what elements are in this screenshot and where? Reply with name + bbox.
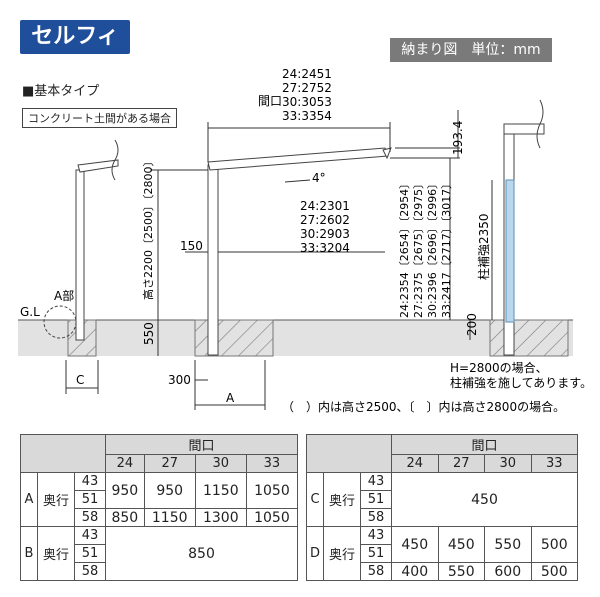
reinforce-label: 柱補強2350 — [476, 213, 491, 280]
note-reinforce: 柱補強を施してあります。 — [450, 375, 592, 390]
inner-33: 33:3204 — [300, 241, 350, 255]
depth-cell: 58 — [360, 508, 392, 527]
row-label-a: A — [20, 472, 38, 527]
table-cd-col: 33 — [530, 454, 578, 473]
condition-label: コンクリート土間がある場合 — [22, 108, 177, 128]
front-height-24: 24:2354〔2654〕〔2954〕 — [398, 178, 411, 318]
roof-left — [77, 159, 119, 173]
row-label-d: D — [306, 526, 324, 581]
table-cd-corner — [306, 434, 392, 473]
depth-cell: 58 — [360, 562, 392, 581]
roof-side — [503, 123, 545, 135]
height-label: 高さ2200〔2500〕〔2800〕 — [141, 156, 155, 300]
c-value: 450 — [391, 472, 578, 527]
depth-cell: 43 — [360, 472, 392, 491]
dim-a-label: A — [226, 391, 235, 405]
row-label-c: C — [306, 472, 324, 527]
depth-cell: 43 — [360, 526, 392, 545]
a-part-circle — [43, 305, 77, 339]
a-value: 1300 — [194, 508, 247, 527]
dim-300-label: 300 — [168, 373, 191, 387]
front-height-30: 30:2396〔2696〕〔2996〕 — [426, 178, 439, 318]
d-value: 600 — [484, 562, 532, 581]
depth-cell: 43 — [74, 526, 106, 545]
b-value: 850 — [105, 526, 298, 581]
table-cd-col: 24 — [391, 454, 439, 473]
dim-200-label: 200 — [465, 313, 479, 336]
front-height-27: 27:2375〔2675〕〔2975〕 — [412, 178, 425, 318]
gl-label: G.L — [20, 305, 40, 319]
a-value: 1050 — [245, 472, 299, 509]
inner-30: 30:2903 — [300, 227, 350, 241]
depth-cell: 51 — [360, 544, 392, 563]
table-cd-header: 間口 — [391, 434, 578, 455]
table-ab-col: 27 — [143, 454, 196, 473]
maguchi-27: 27:2752 — [282, 81, 332, 95]
a-value: 1150 — [194, 472, 247, 509]
type-title: ■基本タイプ — [22, 84, 100, 99]
front-height-33: 33:2417〔2717〕〔3017〕 — [440, 178, 453, 318]
dim-550-label: 550 — [142, 322, 156, 345]
legend-note: （ ）内は高さ2500、〔 〕内は高さ2800の場合。 — [282, 399, 565, 414]
d-value: 500 — [530, 562, 578, 581]
maguchi-30: 30:3053 — [282, 95, 332, 109]
table-ab-col: 24 — [105, 454, 145, 473]
table-cd-col: 27 — [437, 454, 485, 473]
inner-27: 27:2602 — [300, 213, 350, 227]
note-h2800: H=2800の場合、 — [450, 360, 548, 375]
roof-main — [207, 147, 389, 171]
row-label-b: B — [20, 526, 38, 581]
concrete-slab — [18, 320, 573, 356]
maguchi-33: 33:3354 — [282, 109, 332, 123]
table-cd-col: 30 — [484, 454, 532, 473]
inner-24: 24:2301 — [300, 199, 350, 213]
depth-cell: 58 — [74, 562, 106, 581]
d-value: 500 — [530, 526, 578, 563]
foundation-front — [194, 319, 274, 357]
table-cd: 間口 24 27 30 33 C 奥行 43 450 51 58 D 奥行 43… — [306, 434, 578, 581]
maguchi-label: 間口 — [258, 94, 282, 108]
depth-label: 奥行 — [37, 526, 75, 581]
table-ab-col: 30 — [194, 454, 247, 473]
dim-150-label: 150 — [180, 239, 203, 253]
product-title: セルフィ — [20, 20, 130, 54]
depth-label: 奥行 — [323, 472, 361, 527]
dim-193-label: 193.4 — [451, 121, 465, 155]
a-value: 850 — [105, 508, 145, 527]
depth-cell: 51 — [74, 490, 106, 509]
foundation-side — [489, 319, 569, 357]
depth-cell: 51 — [360, 490, 392, 509]
a-value: 950 — [105, 472, 145, 509]
table-ab-corner — [20, 434, 106, 473]
maguchi-24: 24:2451 — [282, 67, 332, 81]
d-value: 550 — [484, 526, 532, 563]
a-value: 1150 — [143, 508, 196, 527]
depth-label: 奥行 — [37, 472, 75, 527]
a-value: 1050 — [245, 508, 299, 527]
post-reinforcement — [505, 179, 515, 323]
depth-label: 奥行 — [323, 526, 361, 581]
table-ab: 間口 24 27 30 33 A 奥行 43 950 950 1150 1050… — [20, 434, 299, 581]
depth-cell: 58 — [74, 508, 106, 527]
post-main — [207, 164, 219, 356]
post-left — [75, 169, 85, 341]
unit-label: 納まり図 単位：mm — [390, 38, 552, 62]
depth-cell: 51 — [74, 544, 106, 563]
dim-c-label: C — [76, 373, 84, 387]
depth-cell: 43 — [74, 472, 106, 491]
d-value: 450 — [391, 526, 439, 563]
table-ab-header: 間口 — [105, 434, 298, 455]
a-part-label: A部 — [54, 288, 74, 303]
roof-angle: 4° — [312, 171, 326, 185]
d-value: 400 — [391, 562, 439, 581]
d-value: 550 — [437, 562, 485, 581]
d-value: 450 — [437, 526, 485, 563]
table-ab-col: 33 — [245, 454, 299, 473]
a-value: 950 — [143, 472, 196, 509]
installation-diagram: 間口 24:2451 27:2752 30:3053 33:3354 4° 24… — [18, 67, 592, 414]
